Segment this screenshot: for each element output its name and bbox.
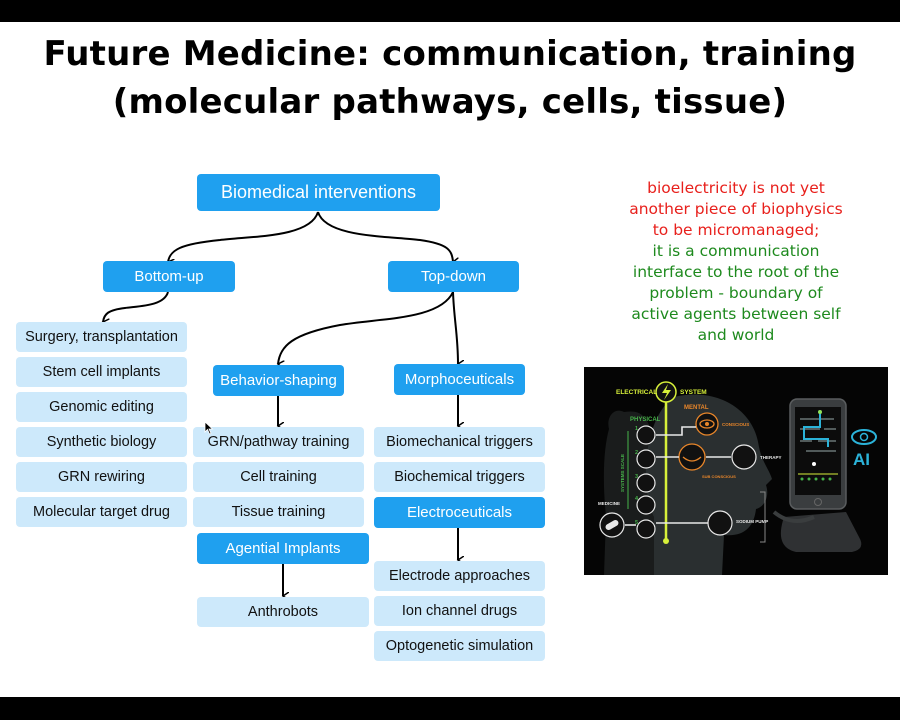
sodium-pump-icon [707, 510, 733, 536]
item-electrode-approaches: Electrode approaches [374, 561, 545, 591]
link-root-bottomup [168, 211, 319, 262]
node-morphoceuticals: Morphoceuticals [394, 364, 525, 395]
quote-green-line: and world [697, 326, 775, 344]
quote-green-line: active agents between self [631, 305, 841, 323]
item-grn-rewiring: GRN rewiring [16, 462, 187, 492]
item-genomic-editing: Genomic editing [16, 392, 187, 422]
item-stem-cell-implants: Stem cell implants [16, 357, 187, 387]
label-medicine: MEDICINE [598, 501, 620, 506]
quote-red-line: to be micromanaged; [652, 221, 820, 239]
scale-number: 2 [635, 450, 638, 456]
bioelectric-ai-illustration: ELECTRICAL SYSTEM MENTAL PHYSICAL 1 2 3 … [584, 367, 888, 575]
link-root-topdown [317, 211, 453, 262]
item-molecular-target-drug: Molecular target drug [16, 497, 187, 527]
link-bottomup-items [103, 291, 169, 322]
quote-red-line: bioelectricity is not yet [647, 179, 825, 197]
top-letterbox [0, 0, 900, 22]
bottom-letterbox [0, 697, 900, 720]
node-agential-implants: Agential Implants [197, 533, 369, 564]
therapy-icon [731, 444, 757, 470]
quote-green-line: interface to the root of the [632, 263, 840, 281]
label-conscious: CONSCIOUS [722, 422, 749, 427]
node-top-down: Top-down [388, 261, 519, 292]
item-biomechanical-triggers: Biomechanical triggers [374, 427, 545, 457]
ai-eye-icon [851, 429, 877, 445]
item-cell-training: Cell training [193, 462, 364, 492]
label-electrical: ELECTRICAL [616, 389, 657, 396]
item-ion-channel-drugs: Ion channel drugs [374, 596, 545, 626]
label-physical: PHYSICAL [630, 417, 661, 423]
label-systems-scale: SYSTEMS SCALE [620, 454, 625, 492]
node-bottom-up: Bottom-up [103, 261, 235, 292]
title-line-2: (molecular pathways, cells, tissue) [112, 82, 788, 122]
slide-title: Future Medicine: communication, training… [0, 30, 900, 126]
item-synthetic-biology: Synthetic biology [16, 427, 187, 457]
ai-label: AI [853, 450, 870, 469]
label-sodium-pump: SODIUM PUMP [736, 519, 768, 524]
item-surgery-transplantation: Surgery, transplantation [16, 322, 187, 352]
item-optogenetic-simulation: Optogenetic simulation [374, 631, 545, 661]
scale-number: 5 [635, 520, 638, 526]
item-anthrobots: Anthrobots [197, 597, 369, 627]
scale-number: 1 [635, 426, 638, 432]
item-biochemical-triggers: Biochemical triggers [374, 462, 545, 492]
item-tissue-training: Tissue training [193, 497, 364, 527]
label-subconscious: SUB CONSCIOUS [702, 474, 736, 479]
quote-green-line: problem - boundary of [649, 284, 823, 302]
mouse-cursor-icon [204, 421, 214, 435]
scale-number: 4 [635, 496, 639, 502]
item-grn-pathway-training: GRN/pathway training [193, 427, 364, 457]
label-therapy: THERAPY [760, 455, 782, 460]
title-line-1: Future Medicine: communication, training [43, 34, 857, 74]
link-topdown-behavior [278, 291, 454, 364]
label-mental: MENTAL [684, 405, 709, 411]
node-biomedical-interventions: Biomedical interventions [197, 174, 440, 211]
subconscious-icon [678, 443, 706, 471]
node-behavior-shaping: Behavior-shaping [213, 365, 344, 396]
label-system: SYSTEM [680, 389, 707, 396]
node-electroceuticals: Electroceuticals [374, 497, 545, 528]
quote-green-line: it is a communication [652, 242, 820, 260]
quote-red-line: another piece of biophysics [629, 200, 843, 218]
quote-block: bioelectricity is not yet another piece … [596, 178, 876, 346]
phone-stand [780, 512, 862, 552]
link-topdown-morpho [452, 291, 458, 364]
scale-number: 3 [635, 474, 638, 480]
head-silhouette [645, 394, 772, 575]
